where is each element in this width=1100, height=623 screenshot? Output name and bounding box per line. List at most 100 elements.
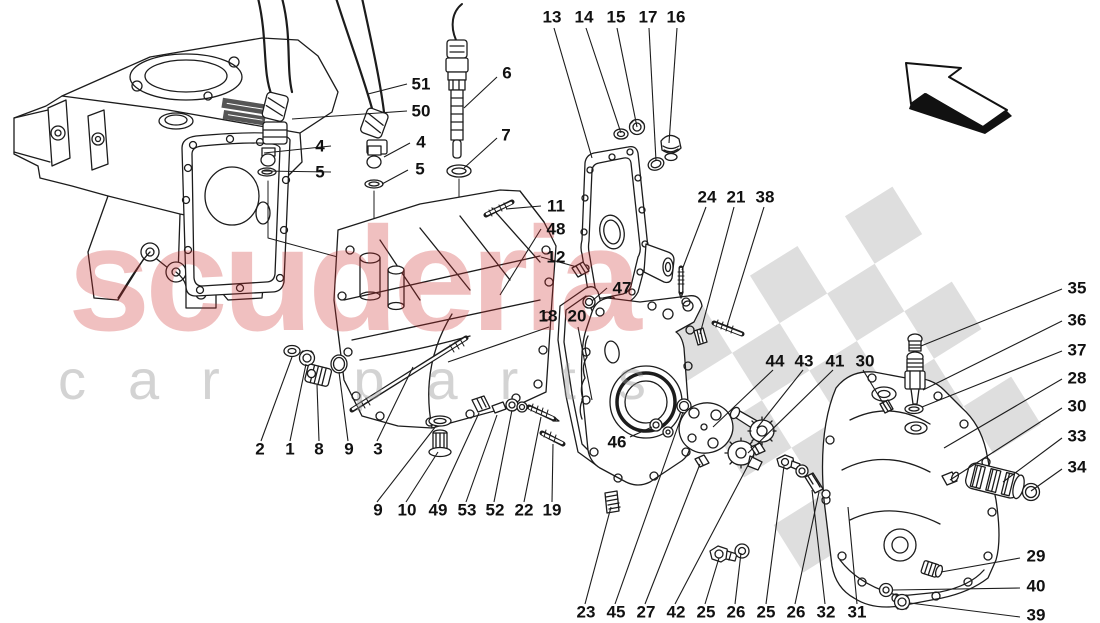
part-label-19: 19: [542, 500, 562, 520]
nut-39-drawing: [893, 593, 911, 611]
spring-23-drawing: [604, 490, 621, 514]
part-label-23: 23: [576, 602, 596, 622]
leader-line: [922, 320, 1063, 391]
sensor-cables-drawing: [257, 0, 386, 118]
leader-line: [794, 491, 820, 605]
part-label-26: 26: [786, 602, 806, 622]
breather-10-drawing: [428, 429, 452, 458]
leader-line: [367, 83, 408, 95]
leader-line: [505, 205, 542, 210]
leader-line: [648, 27, 657, 162]
part-label-9: 9: [373, 500, 383, 520]
part-label-12: 12: [546, 247, 566, 267]
leader-line: [289, 363, 307, 442]
leader-line: [726, 206, 765, 327]
part-label-50: 50: [411, 101, 431, 121]
part-label-44: 44: [765, 351, 785, 371]
leader-line: [260, 356, 293, 442]
leader-line: [591, 287, 608, 302]
part-label-18: 18: [538, 306, 558, 326]
part-label-15: 15: [606, 7, 626, 27]
leader-line: [811, 489, 826, 605]
part-label-1: 1: [285, 439, 295, 459]
stud-11-drawing: [483, 199, 515, 218]
stud-24-drawing: [677, 265, 685, 299]
part-label-11: 11: [547, 196, 565, 216]
sender-50-drawing: [257, 91, 357, 263]
leader-line: [862, 369, 887, 409]
main-housing-drawing: [333, 189, 557, 429]
direction-arrow: [905, 62, 1012, 134]
washer-37-drawing: [904, 403, 924, 415]
leader-line: [756, 369, 804, 429]
part-label-16: 16: [666, 7, 686, 27]
leader-line: [920, 288, 1063, 347]
part-label-48: 48: [546, 219, 566, 239]
plug-49-drawing: [471, 395, 491, 413]
part-label-51: 51: [411, 74, 431, 94]
spring-32-drawing: [804, 472, 831, 499]
leader-line: [734, 552, 742, 605]
leader-line: [699, 206, 735, 335]
part-label-4: 4: [315, 136, 325, 156]
leader-line: [674, 451, 756, 605]
side-cover-drawing: [821, 371, 1000, 608]
leader-lines: [260, 27, 1063, 618]
leader-line: [584, 506, 612, 605]
leader-line: [1030, 468, 1063, 492]
part-label-41: 41: [825, 351, 845, 371]
part-label-25: 25: [696, 602, 716, 622]
part-label-53: 53: [457, 500, 477, 520]
part-label-26: 26: [726, 602, 746, 622]
leader-line: [921, 350, 1063, 408]
washer-14-drawing: [613, 128, 629, 140]
leader-line: [747, 369, 834, 454]
stud-22-drawing: [526, 403, 560, 422]
pump-cover-44-drawing: [678, 402, 734, 454]
leader-line: [381, 169, 409, 185]
part-label-2: 2: [255, 439, 265, 459]
leader-line: [376, 366, 414, 442]
part-label-29: 29: [1026, 546, 1046, 566]
leader-line: [629, 426, 653, 438]
oring-47-drawing: [582, 295, 596, 309]
dowel-27-drawing: [694, 454, 710, 468]
part-label-17: 17: [638, 7, 658, 27]
leader-line: [681, 206, 707, 271]
washer-26a-drawing: [734, 543, 750, 559]
plug-29-drawing: [920, 560, 944, 578]
part-label-28: 28: [1067, 368, 1087, 388]
leader-line: [614, 411, 684, 605]
leader-line: [940, 557, 1021, 573]
leader-line: [405, 451, 439, 503]
part-label-39: 39: [1026, 605, 1046, 623]
part-label-5: 5: [415, 159, 425, 179]
leader-line: [765, 465, 785, 605]
part-label-4: 4: [416, 132, 426, 152]
part-label-35: 35: [1067, 278, 1087, 298]
housing-nameplate: [221, 97, 269, 126]
part-label-49: 49: [428, 500, 448, 520]
leader-line: [376, 425, 437, 503]
part-label-45: 45: [606, 602, 626, 622]
plug-8-drawing: [304, 363, 333, 387]
part-label-20: 20: [567, 306, 587, 326]
washers-52-drawing: [505, 398, 528, 413]
part-label-34: 34: [1067, 457, 1087, 477]
leader-line: [704, 557, 720, 605]
part-label-27: 27: [636, 602, 656, 622]
leader-line: [262, 170, 332, 173]
washer-40-drawing: [878, 582, 894, 598]
part-label-52: 52: [485, 500, 505, 520]
leader-line: [523, 416, 542, 503]
part-label-6: 6: [502, 63, 512, 83]
leader-line: [551, 443, 554, 503]
part-label-10: 10: [397, 500, 417, 520]
leader-line: [553, 27, 593, 159]
stud-38-drawing: [711, 319, 745, 337]
leader-line: [263, 145, 332, 154]
sensor-36-drawing: [904, 351, 926, 405]
leader-line: [668, 27, 678, 144]
